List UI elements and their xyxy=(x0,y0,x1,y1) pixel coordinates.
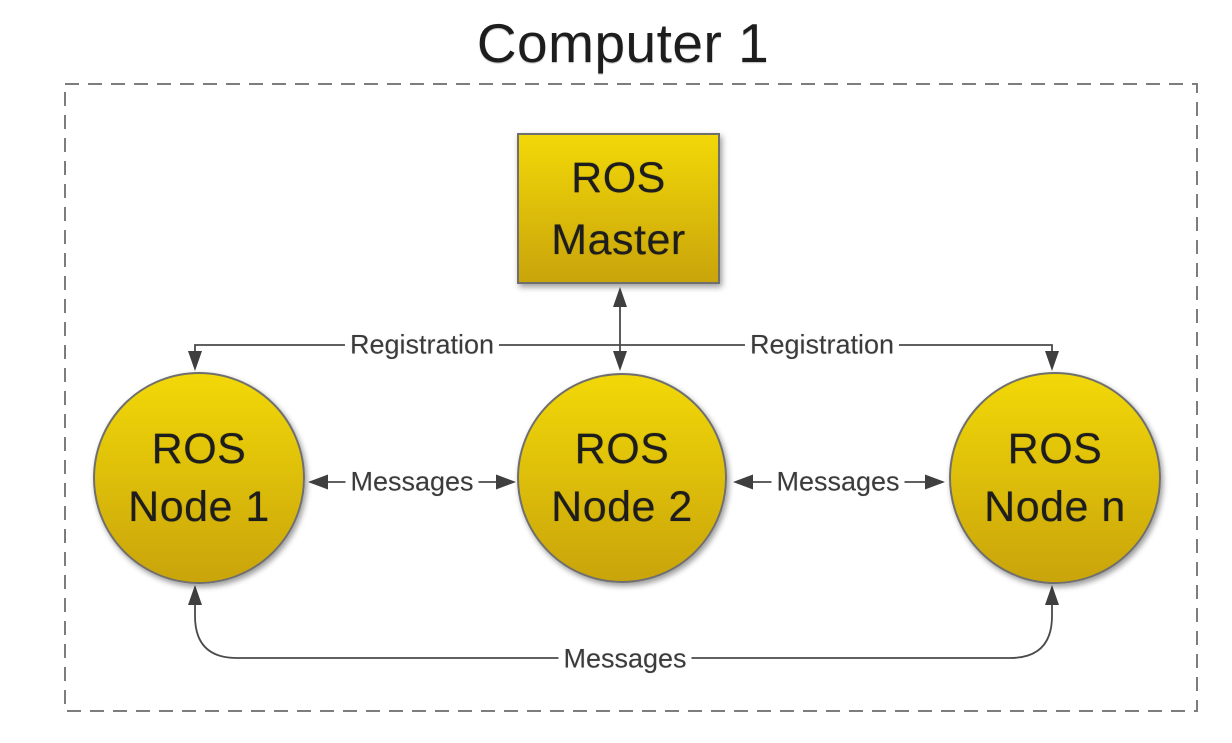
arrow-up-into-master-icon xyxy=(613,287,627,307)
arrow-down-into-node-n-icon xyxy=(1045,351,1059,371)
diagram-title: Computer 1 xyxy=(476,12,770,74)
ros-node-2-label: ROS Node 2 xyxy=(551,420,693,536)
arrow-down-into-node1-icon xyxy=(188,351,202,371)
ros-node-n-label-line1: ROS xyxy=(1007,425,1103,473)
ros-node-1-label-line1: ROS xyxy=(151,425,247,473)
ros-master-label-line1: ROS xyxy=(571,153,666,202)
ros-node-n-label: ROS Node n xyxy=(984,420,1126,536)
ros-node-n-label-line2: Node n xyxy=(984,483,1126,531)
registration-label-right: Registration xyxy=(744,329,900,361)
ros-master-label-line2: Master xyxy=(551,215,686,264)
arrow-up-into-node-n-bottom-icon xyxy=(1045,585,1059,605)
messages-label-right: Messages xyxy=(771,466,905,498)
ros-node-1-circle: ROS Node 1 xyxy=(93,372,305,584)
arrow-up-into-node1-bottom-icon xyxy=(188,585,202,605)
ros-node-2-circle: ROS Node 2 xyxy=(517,373,727,583)
arrow-down-into-node2-icon xyxy=(613,351,627,371)
arrow-left-into-node2-icon xyxy=(733,474,753,490)
arrow-right-into-node2-icon xyxy=(496,474,516,490)
ros-node-2-label-line2: Node 2 xyxy=(551,483,693,531)
ros-node-1-label-line2: Node 1 xyxy=(128,483,270,531)
messages-label-bottom: Messages xyxy=(558,643,692,675)
registration-label-left: Registration xyxy=(344,329,500,361)
arrow-left-into-node1-icon xyxy=(308,474,328,490)
arrow-right-into-node-n-icon xyxy=(925,474,945,490)
messages-label-left: Messages xyxy=(345,466,479,498)
ros-node-1-label: ROS Node 1 xyxy=(128,420,270,536)
ros-master-label: ROS Master xyxy=(551,147,685,271)
ros-node-n-circle: ROS Node n xyxy=(949,372,1161,584)
ros-node-2-label-line1: ROS xyxy=(574,425,670,473)
ros-master-box: ROS Master xyxy=(517,133,720,284)
